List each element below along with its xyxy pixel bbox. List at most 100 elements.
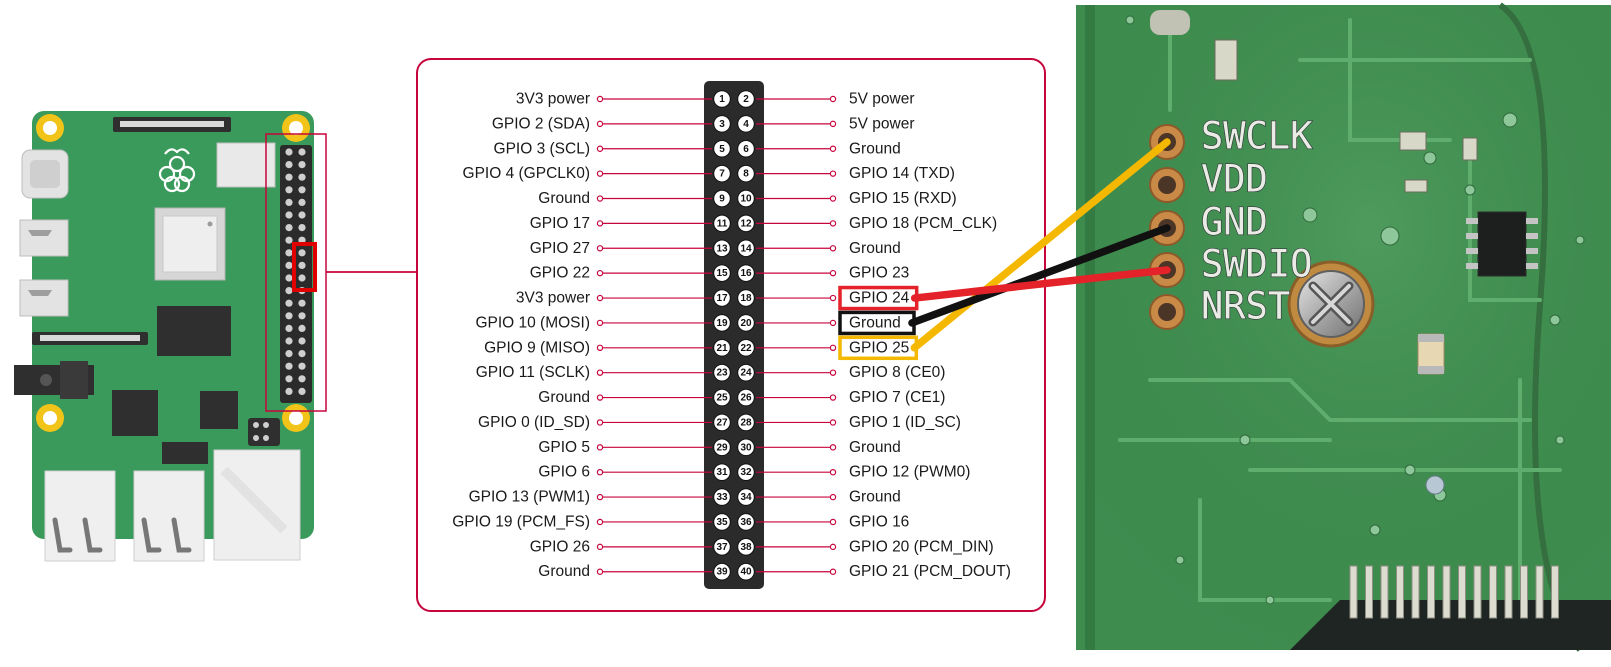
board-header-pin: [285, 387, 293, 395]
pin-label: GPIO 16: [849, 513, 909, 530]
board-header-pin: [285, 362, 293, 370]
board-header-pin: [298, 224, 306, 232]
pin-leader-end: [596, 145, 604, 152]
pin-leader-end: [829, 245, 837, 252]
board-header-pin: [285, 186, 293, 194]
pin-number: 29: [716, 442, 728, 453]
pin-leader-end: [596, 419, 604, 426]
header-pin: [713, 115, 731, 133]
pin-leader-end: [596, 493, 604, 501]
board-header-pin: [285, 299, 293, 307]
header-pin: [737, 289, 755, 307]
pin-leader-end: [596, 319, 604, 327]
pin-leader-end: [829, 543, 837, 551]
pin-label: Ground: [538, 190, 590, 207]
header-pin: [713, 264, 731, 282]
pin-number: 12: [740, 218, 752, 229]
header-pin: [737, 438, 755, 457]
pin-leader-end: [829, 294, 837, 302]
board-header-pin: [298, 387, 306, 395]
pin-number: 32: [740, 467, 752, 478]
board-header-pin: [285, 312, 293, 320]
pin-number: 13: [716, 243, 728, 254]
header-pin: [737, 214, 755, 233]
pin-number: 1: [719, 94, 725, 105]
header-pin: [713, 388, 731, 407]
pad-label: GND: [1201, 201, 1268, 244]
pin-leader-end: [596, 245, 604, 252]
board-header-pin: [285, 287, 293, 295]
pin-number: 11: [717, 218, 728, 229]
pin-number: 26: [740, 393, 752, 404]
pin-number: 31: [716, 467, 728, 478]
pin-number: 39: [716, 567, 728, 578]
header-pin: [713, 438, 731, 457]
pin-label: 5V power: [849, 115, 914, 132]
pin-number: 5: [719, 144, 725, 155]
header-pin: [713, 239, 731, 258]
pin-label: GPIO 22: [530, 265, 590, 282]
pin-leader-end: [596, 170, 604, 177]
pin-leader-end: [596, 518, 604, 526]
header-pin: [737, 189, 755, 208]
board-header-pin: [298, 173, 306, 181]
pin-leader-end: [596, 444, 604, 451]
header-pin: [737, 488, 755, 506]
board-header-pin: [298, 274, 306, 282]
pin-number: 27: [716, 417, 728, 428]
pin-number: 2: [743, 94, 749, 105]
board-header-pin: [285, 249, 293, 257]
pin-number: 3: [719, 119, 725, 130]
pin-number: 14: [740, 243, 752, 254]
pin-label: GPIO 8 (CE0): [849, 364, 945, 381]
header-pin: [737, 339, 755, 357]
pin-number: 25: [716, 393, 728, 404]
small-chip: [162, 442, 208, 464]
jumper-wires: [908, 138, 1171, 352]
header-pin: [713, 189, 731, 208]
pin-label: GPIO 19 (PCM_FS): [452, 513, 590, 530]
pin-label: GPIO 23: [849, 265, 909, 282]
board-header-pin: [298, 299, 306, 307]
connector-pin: [1551, 565, 1559, 619]
header-pin: [737, 314, 755, 332]
header-pin: [713, 289, 731, 307]
board-header-pin: [285, 236, 293, 244]
smd-components: [1150, 10, 1538, 495]
pad-label: SWDIO: [1201, 243, 1312, 286]
pin-number: 40: [740, 567, 752, 578]
board-header-pin: [285, 324, 293, 332]
connector-pin: [1535, 565, 1544, 619]
swd-pins-marker: [292, 242, 317, 292]
screw: [1287, 260, 1375, 348]
header-pin: [737, 239, 755, 258]
board-header-pin: [285, 337, 293, 345]
pin-number: 24: [740, 368, 752, 379]
connector-pin: [1504, 565, 1513, 619]
connector-pin: [1442, 565, 1451, 619]
header-pin: [737, 538, 755, 556]
pin-number: 37: [716, 542, 728, 553]
pin-label: GPIO 5: [538, 439, 590, 456]
header-pin: [737, 115, 755, 133]
pin-label: Ground: [849, 140, 901, 157]
pin-number: 19: [716, 318, 728, 329]
connector-pin: [1365, 565, 1373, 619]
pin-label: GPIO 0 (ID_SD): [478, 414, 590, 431]
pin-leader-end: [596, 195, 604, 202]
header-pin: [713, 538, 731, 556]
board-header-pin: [298, 198, 306, 206]
pin-leader-end: [596, 220, 604, 227]
header-pin: [737, 562, 755, 581]
raspberry-logo-icon: [158, 148, 196, 193]
connector-pin: [1349, 565, 1358, 619]
jumper-wire: [908, 224, 1171, 327]
connector-pin: [1380, 565, 1389, 619]
usb-ports: [44, 470, 205, 562]
board-header-pin: [285, 350, 293, 358]
pin-leader-end: [596, 469, 604, 476]
pin-label: GPIO 20 (PCM_DIN): [849, 538, 994, 555]
pin-number: 33: [716, 492, 728, 503]
pin-leader-end: [829, 269, 837, 277]
